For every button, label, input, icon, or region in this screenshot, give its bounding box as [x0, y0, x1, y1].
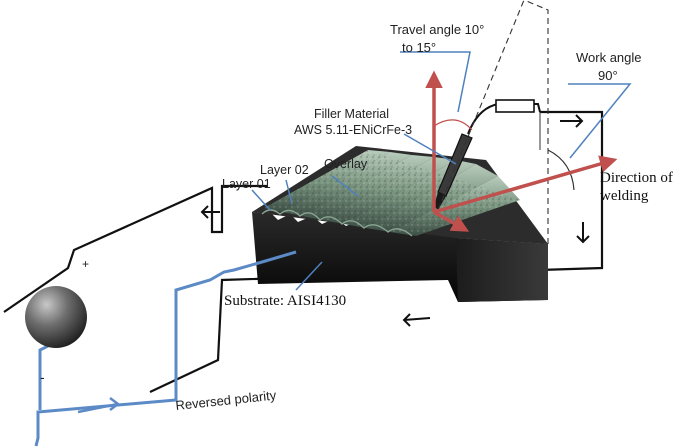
travel-angle-leader [400, 51, 471, 113]
layer-02-leader [285, 179, 293, 205]
filler-leader [403, 133, 457, 165]
power-source-sphere [25, 286, 87, 348]
workpiece-cable [34, 250, 297, 447]
travel-angle-label-line1: Travel angle 10° [390, 22, 484, 37]
welding-torch [434, 99, 541, 210]
work-angle-label-line2: 90° [598, 68, 618, 83]
travel-angle-label-line2: to 15° [402, 40, 436, 55]
overlay-label: Overlay [324, 157, 368, 171]
positive-terminal-sign: + [82, 257, 89, 271]
circuit-arrow-bottom [402, 313, 431, 327]
substrate-leader [295, 261, 323, 291]
axis-arrows [425, 70, 618, 232]
torch-handle-connector [495, 99, 535, 113]
overlay-leader [331, 175, 359, 197]
filler-material-label-line2: AWS 5.11-ENiCrFe-3 [294, 123, 412, 137]
circuit-arrow-top-left [200, 205, 220, 219]
layer-02-label: Layer 02 [260, 163, 309, 177]
overlay-beads [264, 150, 520, 236]
substrate-block [252, 146, 548, 302]
travel-angle-arc [433, 119, 473, 131]
layer-01-label: Layer 01 [222, 177, 271, 191]
work-angle-leader [568, 83, 632, 159]
substrate-label: Substrate: AISI4130 [224, 293, 346, 309]
circuit-arrow-right-top [560, 114, 584, 128]
direction-of-welding-label-line2: welding [600, 188, 649, 204]
layer-01-leader [251, 189, 271, 211]
leader-lines [251, 51, 632, 291]
torch-axis-dashed [437, 0, 525, 211]
direction-of-welding-label-line1: Direction of [600, 170, 673, 186]
circuit-left-loop [3, 184, 268, 313]
work-angle-arc [547, 149, 575, 191]
negative-terminal-sign: - [40, 369, 45, 385]
welding-direction-arrow [433, 155, 618, 214]
layer-profile-curves [261, 209, 413, 237]
cable-flow-arrow [77, 397, 121, 414]
reversed-polarity-label: Reversed polarity [175, 387, 278, 413]
transverse-axis-arrow [433, 210, 470, 232]
filler-material-label-line1: Filler Material [314, 107, 389, 121]
circuit-arrow-right-down [576, 222, 590, 244]
substrate-side-face [456, 238, 548, 302]
work-angle-label-line1: Work angle [576, 50, 642, 65]
work-angle-reference-dashed [523, 0, 549, 244]
